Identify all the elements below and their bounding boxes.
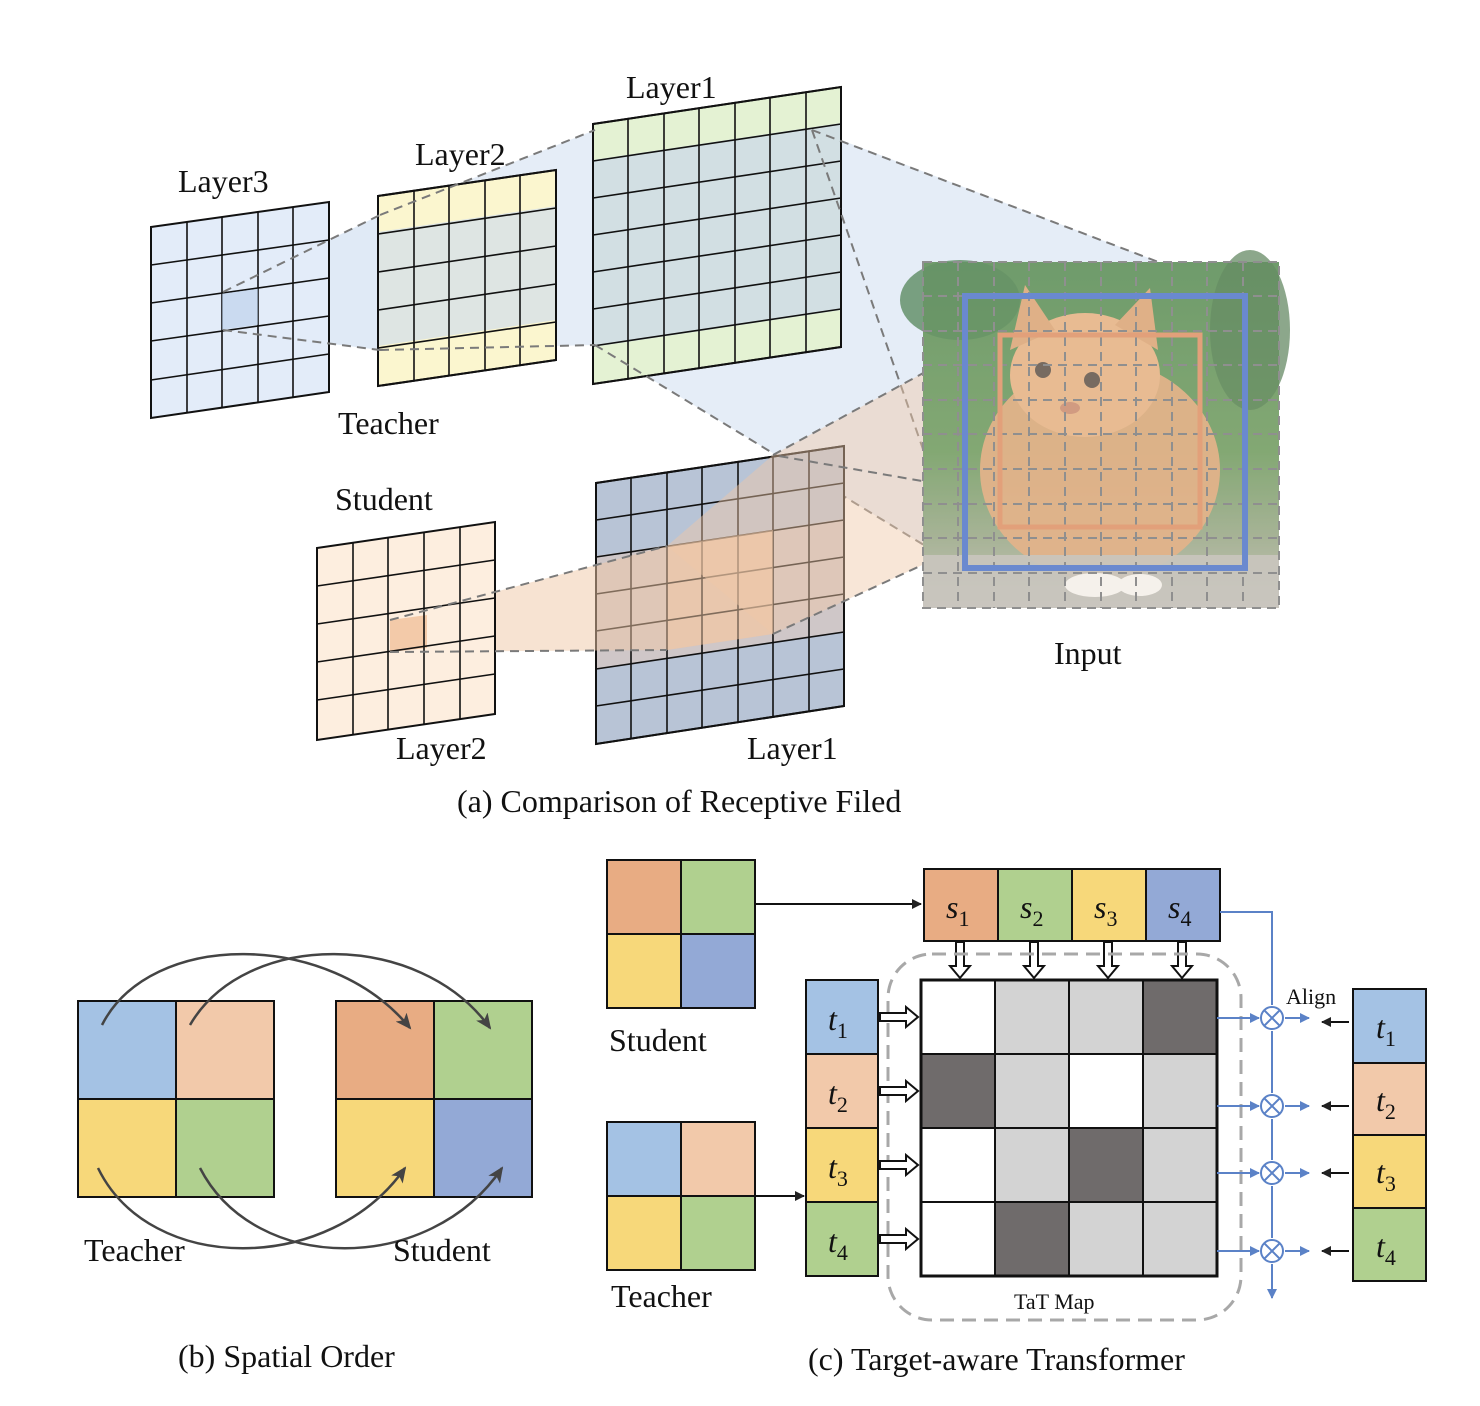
label-student-layer1: Layer1 [747,730,838,766]
caption-c: (c) Target-aware Transformer [808,1341,1185,1377]
label-student: Student [335,481,433,517]
t2-right: t2 [1376,1082,1396,1124]
label-teacher: Teacher [338,405,439,441]
align-label: Align [1286,984,1336,1009]
label-teacher-b: Teacher [84,1232,185,1268]
t3-left: t3 [828,1149,848,1191]
t4-right: t4 [1376,1228,1396,1270]
teacher-layer1-grid [592,85,842,386]
tat-map-frame [886,952,1243,1322]
s2-token: s2 [1020,889,1043,931]
label-student-b: Student [393,1232,491,1268]
t1-right: t1 [1376,1009,1396,1051]
label-teacher-layer1: Layer1 [626,69,717,105]
s3-token: s3 [1094,889,1117,931]
label-student-c: Student [609,1022,707,1058]
label-input: Input [1054,635,1122,671]
teacher-grid-c [606,1121,756,1271]
s-down-arrows [947,941,1195,980]
teacher-layer3-grid [150,200,330,420]
otimes-icons [1260,1006,1284,1263]
label-teacher-layer3: Layer3 [178,163,269,199]
tat-map-label: TaT Map [1014,1289,1095,1314]
align-lines [1217,911,1310,1299]
t-align-arrows [1321,1017,1349,1256]
input-image [900,250,1290,609]
t3-right: t3 [1376,1154,1396,1196]
reorder-arrows [96,952,504,1250]
s4-token: s4 [1168,889,1191,931]
caption-a: (a) Comparison of Receptive Filed [457,783,901,819]
s-tokens [923,868,1221,942]
caption-b: (b) Spatial Order [178,1338,395,1374]
t2-left: t2 [828,1075,848,1117]
teacher-layer2-grid [377,168,557,388]
t4-left: t4 [828,1223,848,1265]
t-tokens-right [1352,988,1427,1282]
teacher-receptive-box [962,293,1248,571]
s1-token: s1 [946,889,969,931]
panel-c: Student Teacher s1 s2 s3 s4 [606,859,1427,1377]
panel-a: Layer3 Layer2 Layer1 Teacher Student Lay… [150,69,1290,819]
label-teacher-c: Teacher [611,1278,712,1314]
student-receptive-box [997,332,1203,530]
label-teacher-layer2: Layer2 [415,136,506,172]
t-tokens-left [805,979,879,1277]
tat-map [919,978,1219,1278]
t1-left: t1 [828,1001,848,1043]
teacher-grid-b [77,1000,275,1198]
student-grid-c [606,859,756,1009]
panel-b: Teacher Student (b) Spatial Order [77,952,533,1374]
student-grid-b [335,1000,533,1198]
t-right-arrows [879,1004,920,1252]
student-layer2-grid [316,520,496,742]
label-student-layer2: Layer2 [396,730,487,766]
